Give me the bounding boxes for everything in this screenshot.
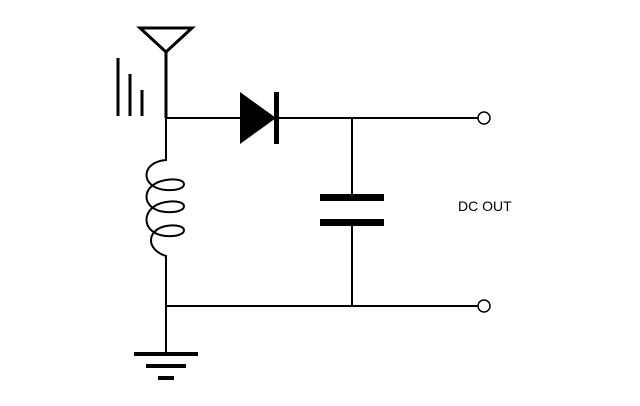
ground-icon <box>134 305 198 380</box>
antenna-icon <box>136 26 196 118</box>
radio-waves-icon <box>116 58 144 116</box>
output-label: DC OUT <box>458 198 512 214</box>
capacitor-icon <box>320 117 384 307</box>
output-terminal-icon <box>477 111 491 313</box>
inductor-coil-icon <box>145 117 185 307</box>
diode-icon <box>240 92 279 144</box>
